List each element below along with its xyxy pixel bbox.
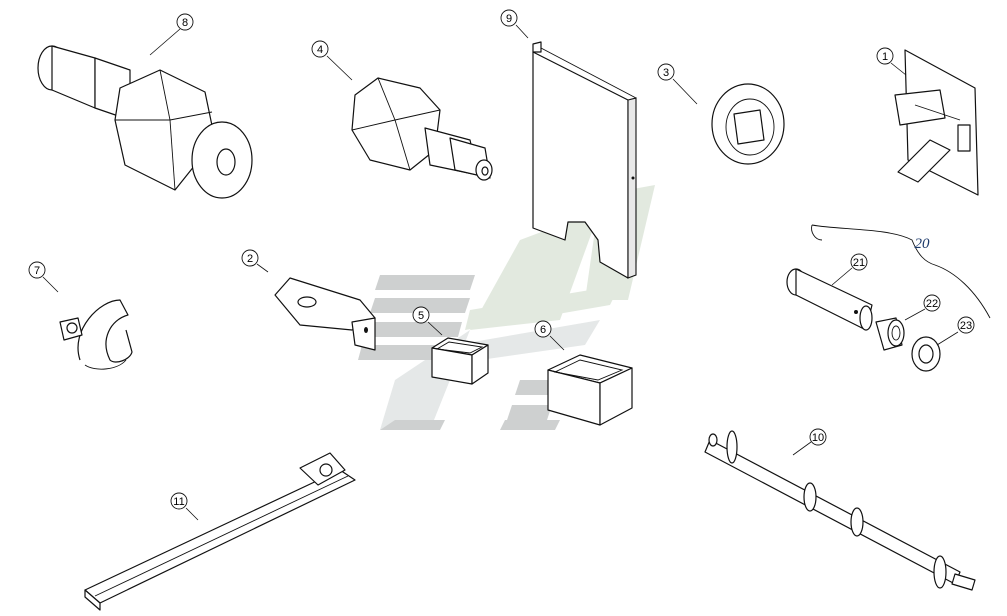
svg-text:4: 4: [317, 44, 323, 56]
part-23-washer: [911, 336, 941, 372]
svg-text:3: 3: [663, 67, 669, 79]
callout-2: 2: [241, 249, 259, 267]
callout-10: 10: [809, 428, 827, 446]
callout-8: 8: [176, 13, 194, 31]
svg-text:10: 10: [812, 432, 824, 444]
part-9-plate: [532, 41, 637, 279]
svg-text:23: 23: [960, 320, 972, 332]
svg-text:6: 6: [540, 324, 546, 336]
svg-text:22: 22: [926, 298, 938, 310]
part-4-hose-fitting: [351, 77, 493, 181]
callout-4: 4: [311, 40, 329, 58]
callout-5: 5: [412, 306, 430, 324]
callout-6: 6: [534, 320, 552, 338]
part-6-square-tube: [547, 354, 633, 426]
svg-text:2: 2: [247, 253, 253, 265]
part-8-fitting: [37, 45, 253, 199]
callout-21: 21: [850, 253, 868, 271]
callout-7: 7: [28, 261, 46, 279]
part-10-shaft: [704, 430, 976, 591]
part-11-rail: [84, 452, 356, 611]
part-2-bracket: [274, 277, 376, 351]
svg-text:7: 7: [34, 265, 40, 277]
callout-20: 20: [915, 236, 931, 252]
svg-text:9: 9: [506, 13, 512, 25]
part-1-clip-bracket: [894, 49, 979, 196]
svg-text:21: 21: [853, 257, 865, 269]
group-20-bracket: [811, 224, 991, 319]
watermark-logo: [358, 185, 655, 430]
callout-23: 23: [957, 316, 975, 334]
part-21-pin: [786, 268, 873, 331]
svg-text:1: 1: [882, 51, 888, 63]
callout-3: 3: [657, 63, 675, 81]
leader-lines: [42, 24, 959, 521]
part-22-bushing: [875, 317, 905, 351]
callout-9: 9: [500, 9, 518, 27]
svg-text:5: 5: [418, 310, 424, 322]
part-5-square-tube: [431, 337, 489, 385]
part-7-clamp: [59, 299, 133, 370]
part-3-square-washer: [711, 83, 785, 165]
svg-text:11: 11: [173, 496, 184, 508]
svg-text:8: 8: [182, 17, 188, 29]
callout-11: 11: [170, 492, 188, 510]
callout-22: 22: [923, 294, 941, 312]
callout-1: 1: [876, 47, 894, 65]
svg-text:20: 20: [915, 236, 931, 252]
